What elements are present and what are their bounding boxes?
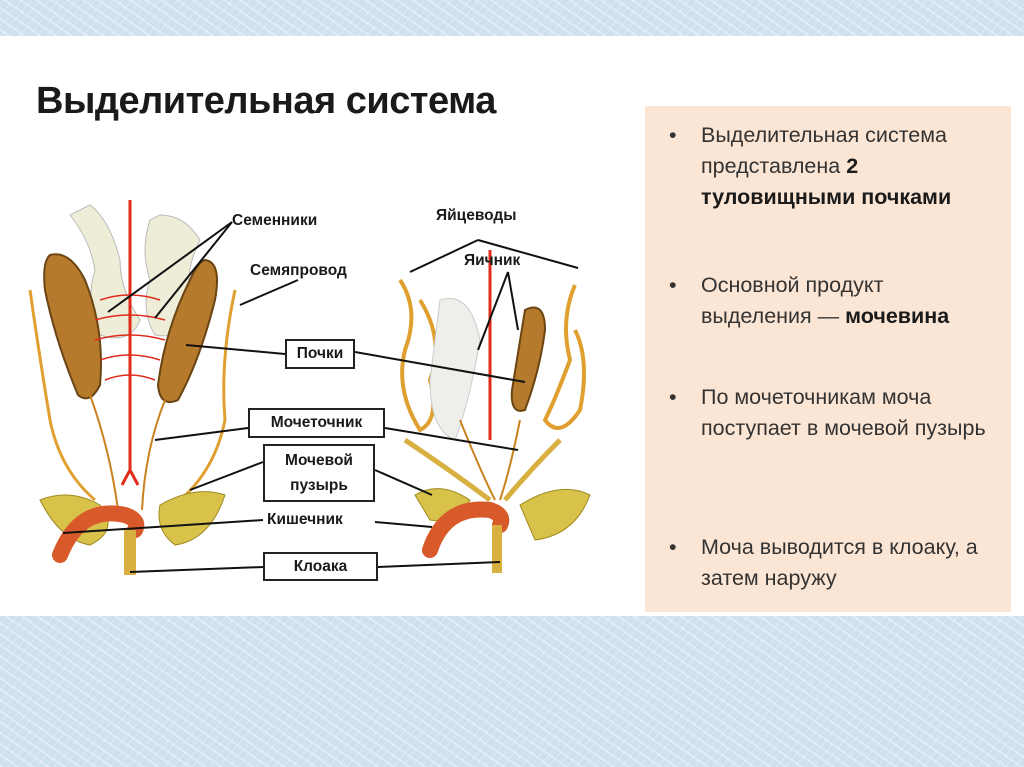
label-bladder: Мочевой пузырь bbox=[263, 444, 375, 502]
label-leader-lines bbox=[62, 221, 579, 573]
bullet-text: Основной продукт выделения — bbox=[701, 273, 884, 328]
bullet-item: • Выделительная система представлена 2 ту… bbox=[659, 120, 999, 213]
female-anatomy bbox=[398, 250, 591, 573]
bullet-dot: • bbox=[669, 535, 677, 559]
label-ureter: Мочеточник bbox=[248, 408, 385, 438]
label-bladder-line1: Мочевой bbox=[285, 452, 353, 469]
slide-title: Выделительная система bbox=[36, 80, 496, 122]
bullet-item: • По мочеточникам моча поступает в мочево… bbox=[659, 382, 999, 444]
label-bladder-line2: пузырь bbox=[290, 477, 348, 494]
bullet-text: Моча выводится в клоаку, а затем наружу bbox=[701, 535, 978, 590]
bullet-text: Выделительная система представлена bbox=[701, 123, 947, 178]
bullet-bold: 2 туловищными почками bbox=[701, 154, 952, 209]
label-cloaca: Клоака bbox=[263, 552, 378, 581]
bullet-text: По мочеточникам моча поступает в мочевой… bbox=[701, 385, 986, 440]
bullet-dot: • bbox=[669, 273, 677, 297]
bullet-dot: • bbox=[669, 123, 677, 147]
bullet-item: • Основной продукт выделения — мочевина bbox=[659, 270, 999, 332]
info-panel: • Выделительная система представлена 2 ту… bbox=[645, 106, 1011, 612]
label-vas-deferens: Семяпровод bbox=[250, 262, 347, 279]
bullet-dot: • bbox=[669, 385, 677, 409]
label-testes: Семенники bbox=[232, 212, 318, 229]
label-kidneys: Почки bbox=[285, 339, 355, 369]
bullet-item: • Моча выводится в клоаку, а затем наружу bbox=[659, 532, 999, 594]
bullet-bold: мочевина bbox=[845, 304, 950, 328]
excretory-system-diagram bbox=[28, 200, 591, 575]
label-oviducts: Яйцеводы bbox=[436, 207, 517, 224]
label-ovary: Яичник bbox=[464, 252, 521, 269]
label-intestine: Кишечник bbox=[267, 511, 343, 528]
